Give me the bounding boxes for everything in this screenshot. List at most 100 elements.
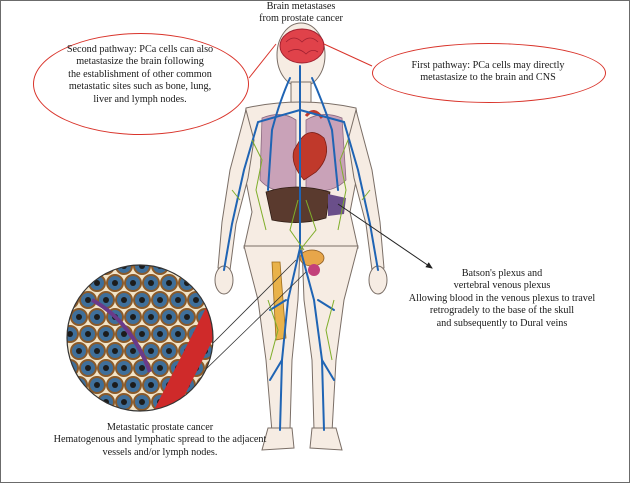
cell	[67, 393, 79, 411]
cell-nucleus	[139, 297, 145, 303]
cell-nucleus	[139, 331, 145, 337]
cell-nucleus	[85, 265, 91, 269]
first-pathway-line: First pathway: PCa cells may directly	[411, 60, 565, 71]
cell-nucleus	[139, 399, 145, 405]
cell-nucleus	[103, 331, 109, 337]
batson-line: Allowing blood in the venous plexus to t…	[408, 292, 596, 304]
cell-nucleus	[94, 314, 100, 320]
cell-nucleus	[94, 382, 100, 388]
cell-nucleus	[67, 265, 73, 269]
cell-nucleus	[166, 280, 172, 286]
cell-nucleus	[175, 297, 181, 303]
cell	[67, 265, 79, 275]
second-pathway-line: metastatic sites such as bone, lung,	[68, 81, 212, 93]
cell	[79, 393, 97, 411]
first-pathway-text: First pathway: PCa cells may directly me…	[378, 60, 598, 85]
cell-nucleus	[193, 399, 199, 405]
second-pathway-line: the establishment of other common	[68, 68, 212, 80]
batson-line: vertebral venous plexus	[453, 280, 551, 292]
cell-nucleus	[85, 365, 91, 371]
cell-magnifier-illustration	[66, 264, 231, 412]
cell	[79, 265, 97, 275]
cell-nucleus	[148, 280, 154, 286]
cell-nucleus	[130, 314, 136, 320]
cell	[97, 265, 115, 275]
cell-nucleus	[94, 280, 100, 286]
cell-nucleus	[94, 348, 100, 354]
cell-nucleus	[76, 348, 82, 354]
cell-nucleus	[166, 314, 172, 320]
top-label: Brain metastases from prostate cancer	[240, 1, 362, 26]
cell-nucleus	[85, 399, 91, 405]
second-pathway-line: liver and lymph nodes.	[93, 93, 187, 105]
liver-illustration	[265, 186, 346, 223]
cell-nucleus	[157, 331, 163, 337]
cell	[196, 274, 213, 292]
second-pathway-line: metastasize the brain following	[76, 56, 204, 68]
cell-nucleus	[76, 382, 82, 388]
femur-illustration	[271, 261, 287, 341]
batson-line: retrogradely to the base of the skull	[429, 305, 575, 317]
cell-nucleus	[220, 314, 226, 320]
top-label-line: from prostate cancer	[259, 13, 343, 25]
cell-nucleus	[148, 314, 154, 320]
first-pathway-pointer	[323, 43, 373, 67]
cell	[67, 291, 79, 309]
cell-nucleus	[157, 365, 163, 371]
cell-nucleus	[103, 365, 109, 371]
cell-nucleus	[211, 365, 213, 371]
cell-nucleus	[76, 314, 82, 320]
second-pathway-ellipse	[33, 33, 249, 135]
cell-nucleus	[103, 297, 109, 303]
cell-nucleus	[166, 348, 172, 354]
batson-line: and subsequently to Dural veins	[436, 317, 568, 329]
cell-nucleus	[175, 331, 181, 337]
venous-network	[223, 65, 379, 431]
second-pathway-text: Second pathway: PCa cells can also metas…	[38, 44, 242, 106]
cell-nucleus	[202, 382, 208, 388]
cell	[187, 393, 205, 411]
cell	[205, 393, 213, 411]
metastatic-line: vessels and/or lymph nodes.	[102, 446, 218, 458]
batson-line: Batson's plexus and	[461, 268, 543, 279]
cell-nucleus	[130, 382, 136, 388]
cell-nucleus	[121, 365, 127, 371]
cell-nucleus	[175, 265, 181, 269]
cell-nucleus	[193, 265, 199, 269]
cell-nucleus	[103, 265, 109, 269]
cell-nucleus	[220, 382, 226, 388]
cell-nucleus	[85, 297, 91, 303]
second-pathway-line: Second pathway: PCa cells can also	[66, 44, 214, 55]
cell-nucleus	[211, 399, 213, 405]
cell-nucleus	[148, 382, 154, 388]
magnifier-line-top	[205, 259, 297, 351]
cell-nucleus	[67, 399, 73, 405]
cell	[70, 274, 88, 292]
cell-nucleus	[121, 331, 127, 337]
cell-nucleus	[184, 314, 190, 320]
metastatic-text: Metastatic prostate cancer Hematogenous …	[36, 422, 284, 459]
batson-text: Batson's plexus and vertebral venous ple…	[384, 268, 620, 330]
cell-nucleus	[130, 280, 136, 286]
cell	[215, 377, 231, 393]
cell-nucleus	[157, 297, 163, 303]
cell-nucleus	[139, 365, 145, 371]
cell-nucleus	[112, 348, 118, 354]
cell-nucleus	[211, 265, 213, 269]
cell	[187, 265, 205, 275]
metastatic-line: Metastatic prostate cancer	[106, 422, 214, 433]
cell-nucleus	[76, 280, 82, 286]
cell-nucleus	[202, 280, 208, 286]
top-label-line: Brain metastases	[266, 1, 336, 12]
prostate-illustration	[299, 249, 325, 276]
first-pathway-ellipse	[372, 43, 606, 103]
cell-nucleus	[112, 280, 118, 286]
cell-nucleus	[193, 297, 199, 303]
cell-nucleus	[67, 331, 73, 337]
brain-illustration	[279, 28, 325, 64]
cell-nucleus	[211, 297, 213, 303]
cell-nucleus	[112, 382, 118, 388]
first-pathway-line: metastasize to the brain and CNS	[420, 72, 556, 84]
lymph-network	[231, 139, 371, 361]
